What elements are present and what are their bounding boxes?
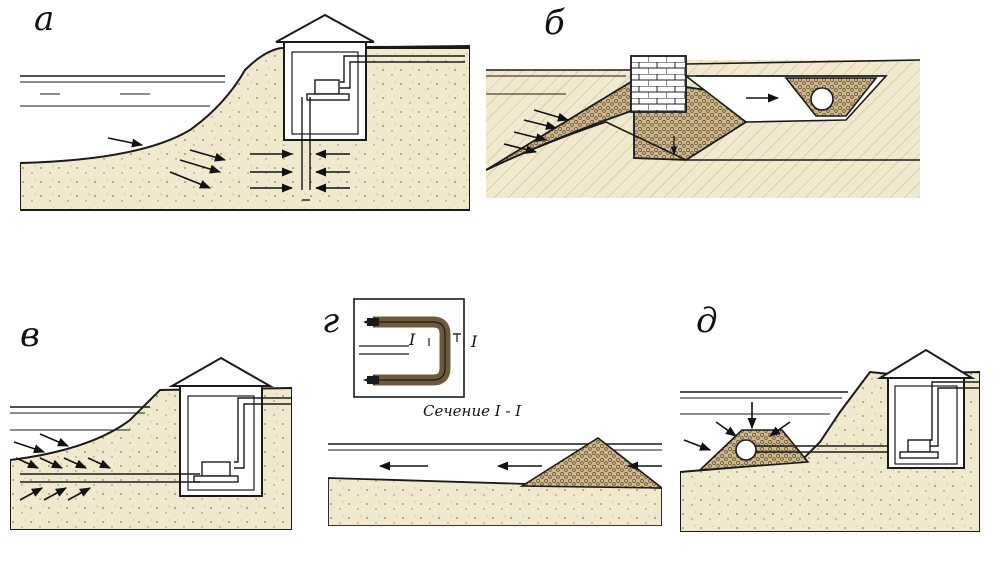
panel-label-v: в <box>20 315 40 355</box>
section-mark-right: I <box>471 332 478 351</box>
diagram-panel-d <box>680 348 980 532</box>
diagram-panel-a <box>20 13 470 211</box>
panel-label-b: б <box>544 3 565 43</box>
panel-label-d: д <box>696 301 718 341</box>
diagram-panel-g-plan <box>353 298 465 398</box>
panel-label-g: г <box>322 301 340 341</box>
diagram-panel-v <box>10 356 292 530</box>
section-caption: Сечение I - I <box>423 402 522 420</box>
diagram-panel-b <box>486 50 920 198</box>
panel-label-a: а <box>34 0 55 39</box>
section-mark-left: I <box>409 330 416 349</box>
diagram-panel-g-section <box>328 437 662 526</box>
